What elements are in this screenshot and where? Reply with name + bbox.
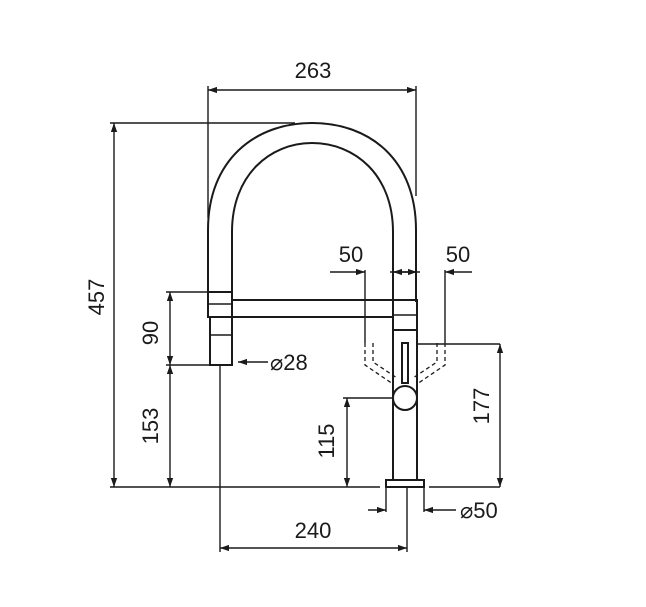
extension-lines [110,86,500,552]
faucet-outline [207,121,446,488]
label-50-right: 50 [446,242,470,267]
label-177: 177 [469,388,494,425]
label-263: 263 [295,58,332,83]
handshower-body [209,316,233,366]
lever-swing-left-2 [372,343,398,379]
label-50-left: 50 [339,242,363,267]
label-115: 115 [314,423,339,458]
lever-swing-right [416,343,446,385]
label-457: 457 [84,279,109,316]
label-153: 153 [138,408,163,445]
lever-stem [401,342,409,384]
label-d28: ⌀28 [270,350,308,375]
lever-swing-left [364,343,394,385]
spout-inner-curve [231,141,394,302]
label-d50: ⌀50 [460,498,498,523]
dimension-labels: 263 457 90 153 ⌀28 50 50 115 177 ⌀50 240 [84,58,498,543]
lever-swing-right-2 [412,343,438,379]
spout-outer-curve [207,121,417,302]
lever-knob [392,385,418,411]
base-plate [385,479,425,488]
label-240: 240 [295,518,332,543]
dimension-lines [110,86,504,552]
label-90: 90 [138,321,163,345]
